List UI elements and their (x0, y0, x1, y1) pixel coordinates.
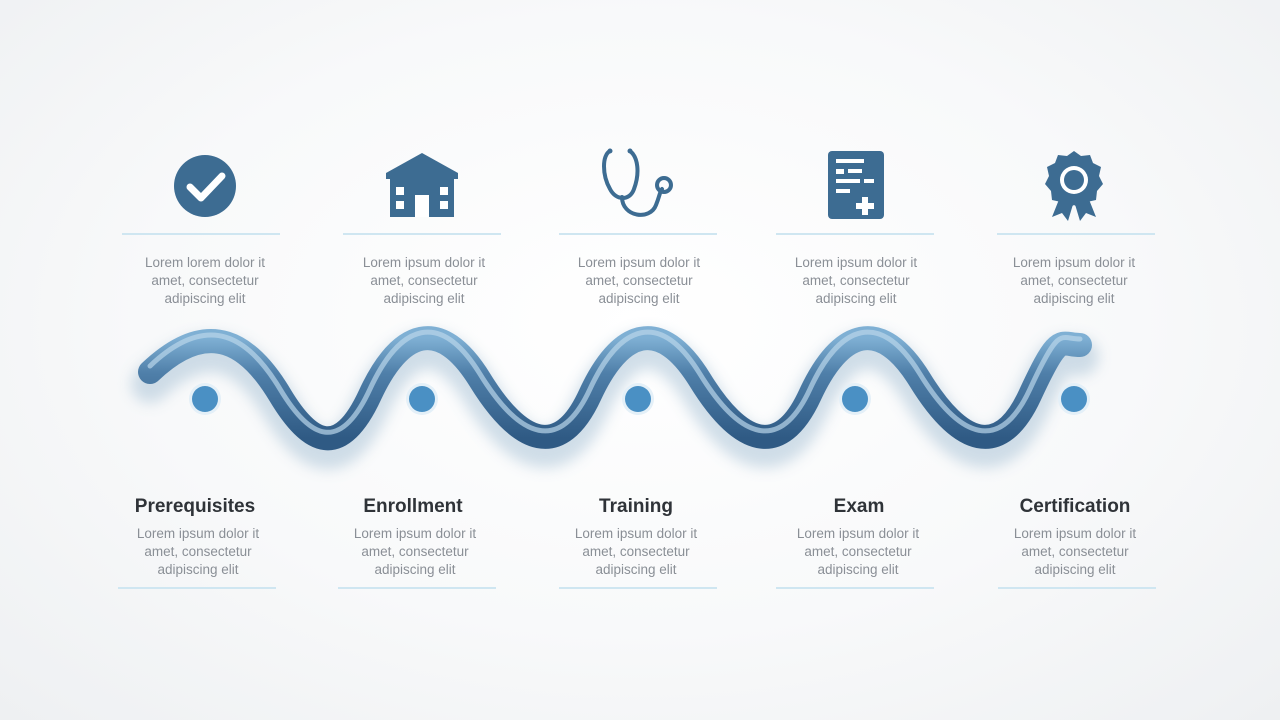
step-title: Enrollment (363, 496, 463, 517)
step-description-bottom: Lorem ipsum dolor it amet, consectetur a… (796, 526, 920, 577)
step-description-top: Lorem lorem dolor it amet, consectetur a… (144, 255, 266, 306)
divider (998, 587, 1156, 589)
step-description-bottom: Lorem ipsum dolor it amet, consectetur a… (1013, 526, 1137, 577)
timeline-dot (842, 386, 868, 412)
divider (338, 587, 496, 589)
divider (118, 587, 276, 589)
timeline-dot (192, 386, 218, 412)
step-description-bottom: Lorem ipsum dolor it amet, consectetur a… (574, 526, 698, 577)
timeline-dot (409, 386, 435, 412)
process-wave-connector (131, 326, 1099, 470)
stethoscope-icon (598, 145, 678, 225)
medical-document-icon (816, 145, 896, 225)
checkmark-circle-icon (165, 145, 245, 225)
step-description-top: Lorem ipsum dolor it amet, consectetur a… (362, 255, 486, 306)
divider (559, 587, 717, 589)
timeline-dot (625, 386, 651, 412)
divider (122, 233, 280, 235)
step-description-top: Lorem ipsum dolor it amet, consectetur a… (577, 255, 701, 306)
step-title: Exam (833, 496, 885, 517)
step-title: Certification (1019, 496, 1131, 517)
step-description-bottom: Lorem ipsum dolor it amet, consectetur a… (353, 526, 477, 577)
timeline-dot (1061, 386, 1087, 412)
divider (997, 233, 1155, 235)
divider (776, 233, 934, 235)
divider (776, 587, 934, 589)
divider (343, 233, 501, 235)
step-description-top: Lorem ipsum dolor it amet, consectetur a… (1012, 255, 1136, 306)
step-description-bottom: Lorem ipsum dolor it amet, consectetur a… (136, 526, 260, 577)
step-description-top: Lorem ipsum dolor it amet, consectetur a… (794, 255, 918, 306)
step-title: Prerequisites (134, 496, 256, 517)
step-title: Training (599, 496, 673, 517)
building-icon (382, 145, 462, 225)
award-ribbon-icon (1034, 145, 1114, 225)
divider (559, 233, 717, 235)
